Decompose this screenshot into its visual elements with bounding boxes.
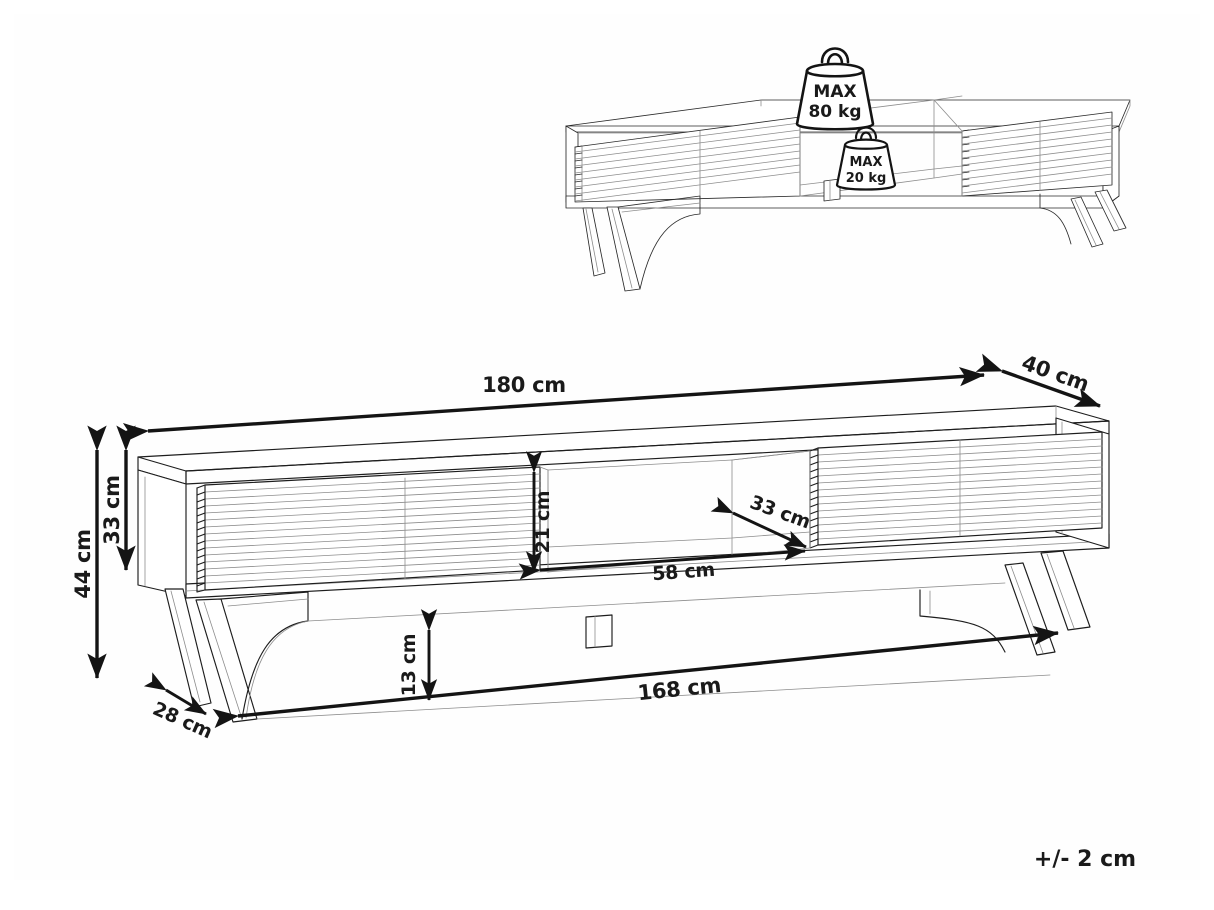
- main-dimension-diagram: 180 cm 40 cm 44 cm 33 cm 21 cm: [71, 351, 1110, 743]
- dimension-leg-span: 168 cm: [212, 625, 1060, 729]
- label-44cm: 44 cm: [71, 529, 95, 598]
- tolerance-note: +/- 2 cm: [1034, 847, 1136, 872]
- dimension-overall-width: 180 cm: [122, 366, 986, 443]
- dimension-shelf-height: 21 cm: [525, 451, 554, 573]
- label-33cm-depth: 33 cm: [747, 491, 813, 533]
- max-load-20kg-weight-icon: MAX 20 kg: [835, 126, 897, 191]
- label-13cm: 13 cm: [398, 634, 420, 697]
- overview-right-slatted-door: [961, 111, 1113, 197]
- label-180cm: 180 cm: [482, 373, 566, 397]
- dimension-shelf-depth: 33 cm: [710, 491, 813, 549]
- dimension-body-height: 33 cm: [100, 425, 136, 572]
- max-load-80kg-weight-icon: MAX 80 kg: [795, 47, 875, 131]
- label-168cm: 168 cm: [636, 673, 722, 705]
- dimension-overall-depth: 40 cm: [975, 351, 1101, 408]
- right-slatted-door: [809, 431, 1103, 549]
- max-20-line1: MAX: [849, 155, 882, 170]
- dimension-overall-height: 44 cm: [71, 425, 107, 680]
- left-slatted-door: [196, 466, 549, 593]
- max-20-line2: 20 kg: [846, 171, 887, 186]
- max-80-line2: 80 kg: [808, 102, 861, 122]
- load-overview-diagram: MAX 80 kg MAX 20 kg: [565, 47, 1131, 292]
- overview-left-slatted-door: [574, 116, 801, 203]
- dimension-shelf-width: 58 cm: [518, 544, 806, 585]
- max-80-line1: MAX: [813, 82, 856, 102]
- label-58cm: 58 cm: [652, 559, 716, 585]
- dimension-leg-height: 13 cm: [398, 609, 438, 701]
- label-21cm: 21 cm: [532, 491, 554, 554]
- label-33cm-height: 33 cm: [100, 475, 124, 544]
